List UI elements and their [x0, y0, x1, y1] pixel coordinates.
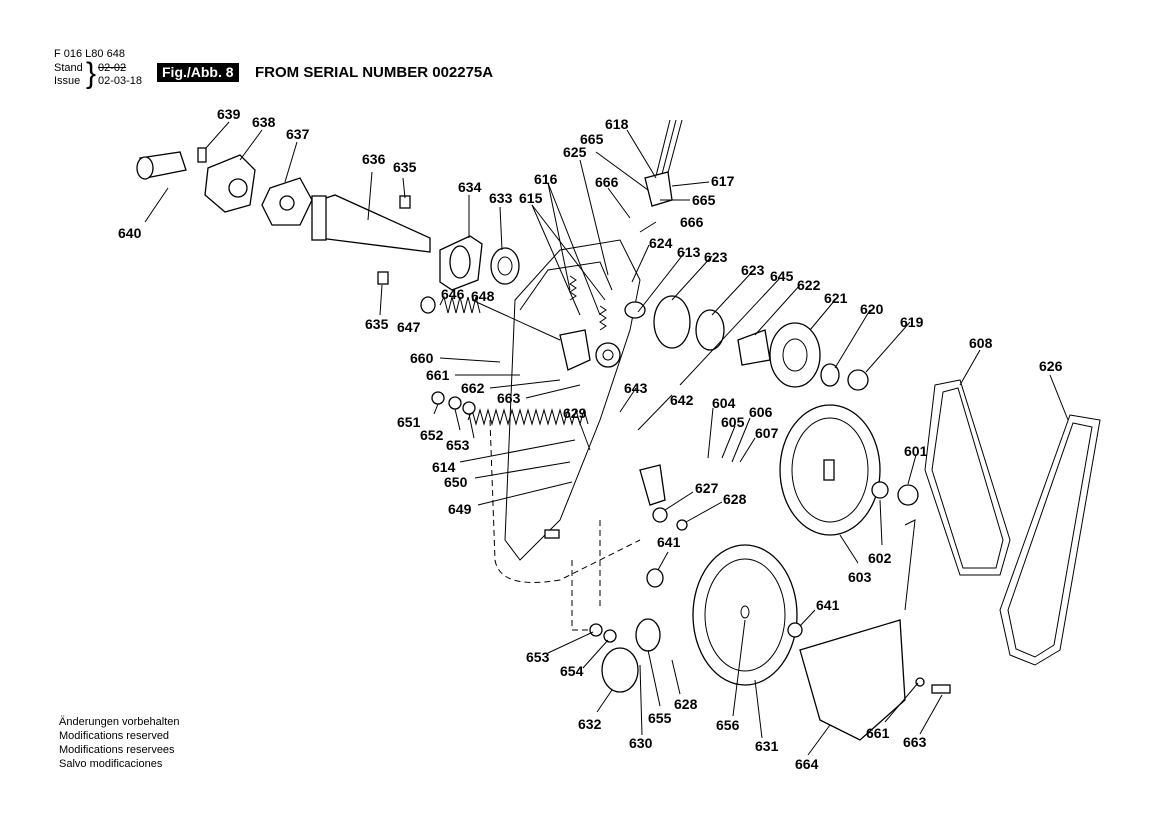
callout-623-b: 623: [741, 262, 765, 278]
callout-608: 608: [969, 335, 993, 351]
callout-633: 633: [489, 190, 513, 206]
callout-634: 634: [458, 179, 482, 195]
callout-647: 647: [397, 319, 421, 335]
callout-602: 602: [868, 550, 892, 566]
callout-653-left: 653: [446, 437, 470, 453]
figure-title: FROM SERIAL NUMBER 002275A: [255, 64, 494, 81]
callout-628-top: 628: [723, 491, 747, 507]
callout-603: 603: [848, 569, 872, 585]
callout-642: 642: [670, 392, 694, 408]
issue-label: Issue: [54, 75, 81, 87]
callout-614: 614: [432, 459, 456, 475]
callout-640: 640: [118, 225, 142, 241]
callout-652: 652: [420, 427, 444, 443]
callout-643: 643: [624, 380, 648, 396]
callout-637: 637: [286, 126, 310, 142]
callout-649: 649: [448, 501, 472, 517]
callout-653-bottom: 653: [526, 649, 550, 665]
callout-623-a: 623: [704, 249, 728, 265]
note-german: Änderungen vorbehalten: [59, 716, 180, 728]
callout-654: 654: [560, 663, 584, 679]
document-number: F 016 L80 648: [54, 48, 125, 60]
callout-639: 639: [217, 106, 241, 122]
callout-646: 646: [441, 286, 465, 302]
note-english: Modifications reserved: [59, 730, 170, 742]
brace-symbol: }: [86, 57, 97, 90]
callout-656: 656: [716, 717, 740, 733]
callout-636: 636: [362, 151, 386, 167]
stand-label: Stand: [54, 62, 83, 74]
callout-655: 655: [648, 710, 672, 726]
callout-629: 629: [563, 405, 587, 421]
callout-630: 630: [629, 735, 653, 751]
callout-665-top: 665: [580, 131, 604, 147]
callout-607: 607: [755, 425, 779, 441]
callout-663-left: 663: [497, 390, 521, 406]
callout-651: 651: [397, 414, 421, 430]
callout-661-left: 661: [426, 367, 450, 383]
callout-666-top: 666: [595, 174, 619, 190]
callout-638: 638: [252, 114, 276, 130]
callout-666-right: 666: [680, 214, 704, 230]
callout-617: 617: [711, 173, 735, 189]
callout-641-bottom: 641: [816, 597, 840, 613]
callout-635-top: 635: [393, 159, 417, 175]
callout-650: 650: [444, 474, 468, 490]
callout-628-bottom: 628: [674, 696, 698, 712]
callout-645: 645: [770, 268, 794, 284]
callout-605: 605: [721, 414, 745, 430]
issue-date: 02-03-18: [98, 75, 143, 87]
callout-641-top: 641: [657, 534, 681, 550]
callout-660: 660: [410, 350, 434, 366]
callout-624: 624: [649, 235, 673, 251]
callout-613: 613: [677, 244, 701, 260]
callout-635-bottom: 635: [365, 316, 389, 332]
callout-615: 615: [519, 190, 543, 206]
callout-648: 648: [471, 288, 495, 304]
callout-625: 625: [563, 144, 587, 160]
callout-621: 621: [824, 290, 848, 306]
callout-662: 662: [461, 380, 485, 396]
modification-notes: Änderungen vorbehalten Modifications res…: [59, 715, 179, 771]
callout-616: 616: [534, 171, 558, 187]
callout-606: 606: [749, 404, 773, 420]
callout-663-bottom: 663: [903, 734, 927, 750]
callout-665-right: 665: [692, 192, 716, 208]
callout-626: 626: [1039, 358, 1063, 374]
callout-661-bottom: 661: [866, 725, 890, 741]
figure-badge: Fig./Abb. 8: [157, 63, 239, 82]
callout-622: 622: [797, 277, 821, 293]
stand-value: 02-02: [98, 62, 127, 74]
callout-631: 631: [755, 738, 779, 754]
callout-618: 618: [605, 116, 629, 132]
callout-601: 601: [904, 443, 928, 459]
parts-drawing: [136, 119, 1101, 741]
note-spanish: Salvo modificaciones: [59, 758, 163, 770]
callout-627: 627: [695, 480, 719, 496]
callout-labels: 639 638 637 640 636 635 634 633 635 646 …: [118, 106, 1063, 772]
callout-619: 619: [900, 314, 924, 330]
callout-632: 632: [578, 716, 602, 732]
leader-lines: [144, 121, 1069, 756]
callout-620: 620: [860, 301, 884, 317]
note-french: Modifications reservees: [59, 744, 175, 756]
callout-664: 664: [795, 756, 819, 772]
callout-604: 604: [712, 395, 736, 411]
